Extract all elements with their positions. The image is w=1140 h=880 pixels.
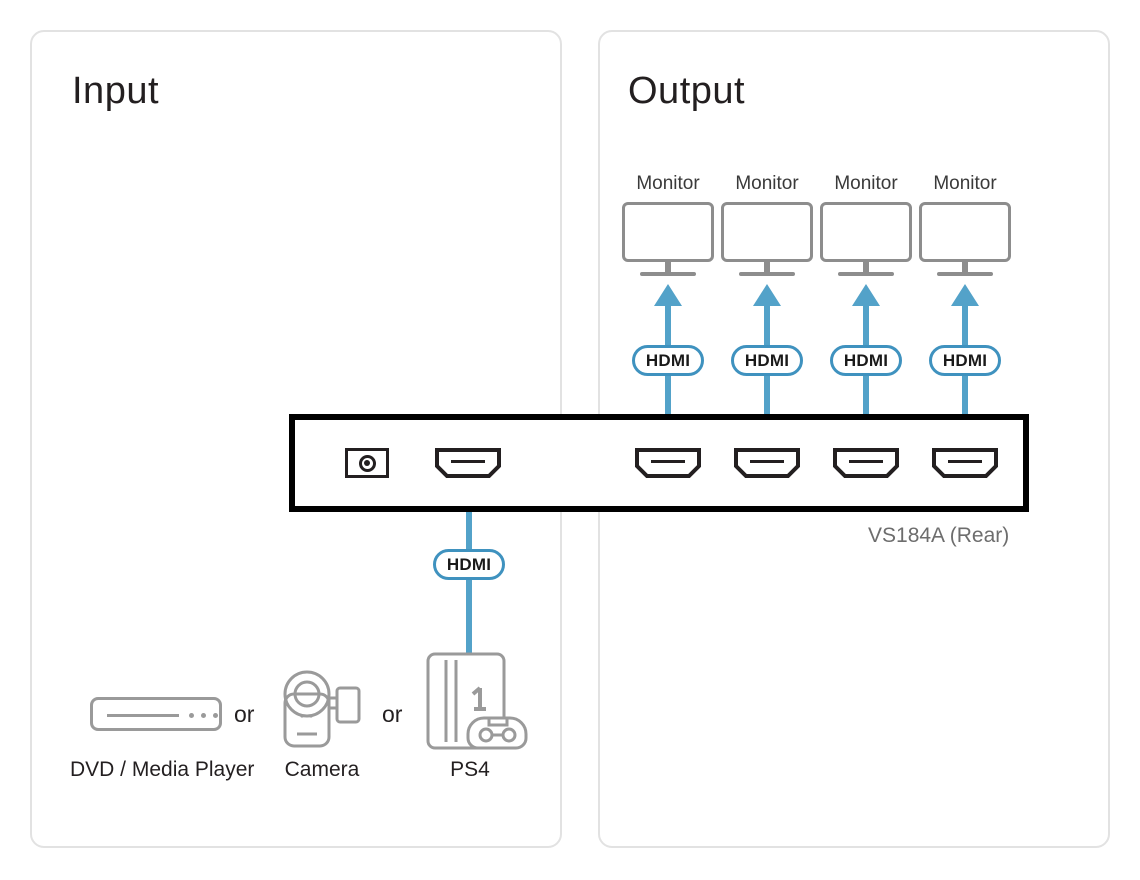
monitor-base-icon xyxy=(838,272,894,276)
monitor-neck-icon xyxy=(863,262,869,274)
monitor-label: Monitor xyxy=(735,173,799,194)
hdmi-output-port-2-icon xyxy=(734,448,800,478)
hdmi-cable-arrow-4 xyxy=(951,284,979,306)
hdmi-cable-arrow-2 xyxy=(753,284,781,306)
dvd-indicator-dot xyxy=(189,713,194,718)
monitor-neck-icon xyxy=(764,262,770,274)
monitor-label: Monitor xyxy=(933,173,997,194)
camera-label: Camera xyxy=(284,758,360,781)
dvd-indicator-dot xyxy=(201,713,206,718)
device-name-label: VS184A (Rear) xyxy=(868,524,1010,547)
hdmi-badge-output-2: HDMI xyxy=(731,345,803,376)
hdmi-cable-line-3 xyxy=(863,305,869,453)
monitor-label: Monitor xyxy=(834,173,898,194)
hdmi-cable-arrow-1 xyxy=(654,284,682,306)
hdmi-badge-text: HDMI xyxy=(744,350,790,370)
dvd-indicator-dot xyxy=(213,713,218,718)
hdmi-output-port-1-icon xyxy=(635,448,701,478)
hdmi-cable-arrow-3 xyxy=(852,284,880,306)
input-panel-title: Input xyxy=(72,70,160,112)
game-console-icon xyxy=(424,650,536,754)
monitor-screen-icon xyxy=(919,202,1011,262)
hdmi-cable-line-2 xyxy=(764,305,770,453)
hdmi-badge-text: HDMI xyxy=(942,350,988,370)
hdmi-cable-line-4 xyxy=(962,305,968,453)
hdmi-badge-output-4: HDMI xyxy=(929,345,1001,376)
hdmi-output-port-4-icon xyxy=(932,448,998,478)
hdmi-badge-output-1: HDMI xyxy=(632,345,704,376)
monitor-screen-icon xyxy=(622,202,714,262)
hdmi-badge-text: HDMI xyxy=(843,350,889,370)
output-panel-title: Output xyxy=(628,70,746,112)
hdmi-badge-input: HDMI xyxy=(433,549,505,580)
dc-power-port-icon xyxy=(345,448,389,478)
hdmi-input-port-icon xyxy=(435,448,501,478)
hdmi-output-port-3-icon xyxy=(833,448,899,478)
monitor-base-icon xyxy=(640,272,696,276)
dvd-slot xyxy=(107,714,179,717)
hdmi-badge-output-3: HDMI xyxy=(830,345,902,376)
monitor-label: Monitor xyxy=(636,173,700,194)
monitor-neck-icon xyxy=(665,262,671,274)
camcorder-icon xyxy=(277,668,361,750)
monitor-base-icon xyxy=(739,272,795,276)
monitor-screen-icon xyxy=(820,202,912,262)
or-separator-1: or xyxy=(234,701,255,727)
hdmi-badge-text: HDMI xyxy=(645,350,691,370)
monitor-neck-icon xyxy=(962,262,968,274)
power-jack-pin xyxy=(364,460,370,466)
power-jack-ring xyxy=(358,454,376,472)
hdmi-cable-line-1 xyxy=(665,305,671,453)
or-separator-2: or xyxy=(382,701,403,727)
ps4-label: PS4 xyxy=(450,758,490,781)
monitor-screen-icon xyxy=(721,202,813,262)
monitor-base-icon xyxy=(937,272,993,276)
dvd-player-label: DVD / Media Player xyxy=(70,758,255,781)
hdmi-badge-text: HDMI xyxy=(446,554,492,574)
dvd-player-icon xyxy=(90,697,222,731)
